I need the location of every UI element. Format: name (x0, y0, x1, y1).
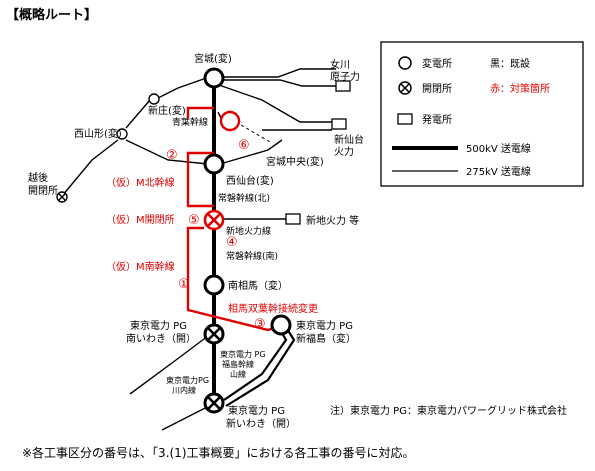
lines-275kv (61, 68, 336, 431)
legend-switching-icon (398, 81, 412, 95)
legend-500kv-label: 500kV 送電線 (466, 142, 531, 155)
label-minami-iwaki-2: 南いわき（開） (126, 332, 196, 345)
company-note: 注）東京電力 PG：東京電力パワーグリッド株式会社 (330, 404, 567, 417)
line-nishiyamagata-nishisendai (125, 139, 209, 165)
fukushima-line-b (225, 323, 296, 407)
legend-275kv-label: 275kV 送電線 (466, 165, 531, 178)
marker-6: ⑥ (238, 138, 250, 153)
line-nishisendai-chuo (219, 139, 283, 165)
marker-1: ① (178, 277, 190, 292)
shinsendai-plant-box (331, 118, 347, 130)
nishiyamagata-substation (116, 128, 128, 140)
legend-frame (380, 41, 584, 187)
line-miyagi-shinsendai (215, 83, 332, 123)
label-m-south-line: （仮）M南幹線 (106, 260, 175, 273)
marker-5: ⑤ (188, 213, 200, 228)
label-miyagi: 宮城(変) (194, 52, 232, 65)
label-echigo-1: 越後 (28, 171, 48, 184)
label-echigo-2: 開閉所 (28, 185, 58, 197)
label-shin-sendai-1: 新仙台 (334, 133, 364, 146)
label-fukushima-line-2: 福島幹線 (222, 359, 254, 369)
label-aoba-line: 青葉幹線 (172, 116, 208, 128)
legend-switching-label: 開閉所 (422, 83, 452, 95)
minami-iwaki-switching (203, 323, 225, 345)
heading: 【概略ルート】 (6, 7, 97, 23)
miyagi-substation (203, 67, 225, 89)
label-kawauchi-line-2: 川内線 (172, 385, 196, 395)
line-miyagi-onagawa (214, 68, 336, 78)
shinchi-plant-box (285, 213, 301, 225)
miyagi-chuo-substation (219, 110, 241, 132)
m-switching-station (203, 209, 225, 231)
line-kawauchi (129, 332, 213, 395)
line-echigo (61, 139, 119, 197)
echigo-switching (56, 191, 68, 203)
label-joban-south: 常磐幹線(南) (226, 250, 278, 262)
label-shinchi-plant: 新地火力 等 (306, 214, 359, 227)
red-m-north (186, 151, 214, 208)
label-joban-north: 常磐幹線(北) (218, 192, 270, 204)
line-miyagi-onagawa-2 (214, 79, 336, 87)
line-shinjo-nishiyamagata (125, 99, 151, 129)
label-shinchi-line: 新地火力線 (226, 225, 271, 237)
label-yamakura-line: 山線 (230, 369, 246, 379)
label-shin-iwaki-2: 新いわき（開） (226, 417, 296, 430)
minamisoma-substation (203, 274, 225, 296)
label-shin-fukushima-1: 東京電力 PG (296, 319, 353, 332)
label-shin-iwaki-1: 東京電力 PG (228, 404, 285, 417)
legend-red-note: 赤：対策箇所 (490, 82, 550, 95)
label-minami-iwaki-1: 東京電力 PG (130, 319, 187, 332)
onagawa-plant-box (335, 80, 351, 92)
label-shinjo: 新庄(変) (148, 104, 186, 117)
shin-fukushima-substation (270, 314, 292, 336)
label-nishiyamagata: 西山形(変) (74, 127, 122, 140)
line-aoba-dashed (235, 121, 271, 143)
label-fukushima-line-1: 東京電力 PG (220, 349, 266, 359)
label-onagawa-1: 女川 (330, 58, 350, 71)
label-soma-futaba: 相馬双葉幹接続変更 (228, 302, 318, 315)
red-aoba-loop (186, 106, 214, 118)
marker-4: ④ (226, 235, 238, 250)
label-m-north-line: （仮）M北幹線 (106, 176, 175, 189)
legend-plant-icon (397, 113, 413, 125)
legend-black-note: 黒：既設 (490, 57, 530, 70)
nishisendai-substation (203, 153, 225, 175)
shin-iwaki-switching (203, 392, 225, 414)
label-kawauchi-line-1: 東京電力PG (166, 375, 209, 385)
legend-substation-icon (398, 56, 412, 70)
label-m-switching: （仮）M開閉所 (106, 213, 175, 226)
label-shin-fukushima-2: 新福島（変） (296, 332, 356, 345)
legend-plant-label: 発電所 (422, 113, 452, 126)
label-onagawa-2: 原子力 (330, 70, 360, 83)
line-miyagi-shinjo (157, 75, 213, 99)
label-minamisoma: 南相馬（変） (228, 279, 288, 292)
footnote: ※各工事区分の番号は、「3.(1)工事概要」における各工事の番号に対応。 (22, 445, 415, 460)
label-shin-sendai-2: 火力 (334, 145, 354, 158)
legend-substation-label: 変電所 (422, 57, 452, 70)
legend: 変電所 黒：既設 開閉所 赤：対策箇所 発電所 500kV 送電線 275kV … (380, 41, 584, 187)
label-miyagi-chuo: 宮城中央(変) (266, 155, 324, 168)
label-nishi-sendai: 西仙台(変) (226, 174, 274, 187)
shinjo-substation (148, 93, 160, 105)
marker-3: ③ (254, 317, 266, 332)
marker-2: ② (166, 148, 178, 163)
